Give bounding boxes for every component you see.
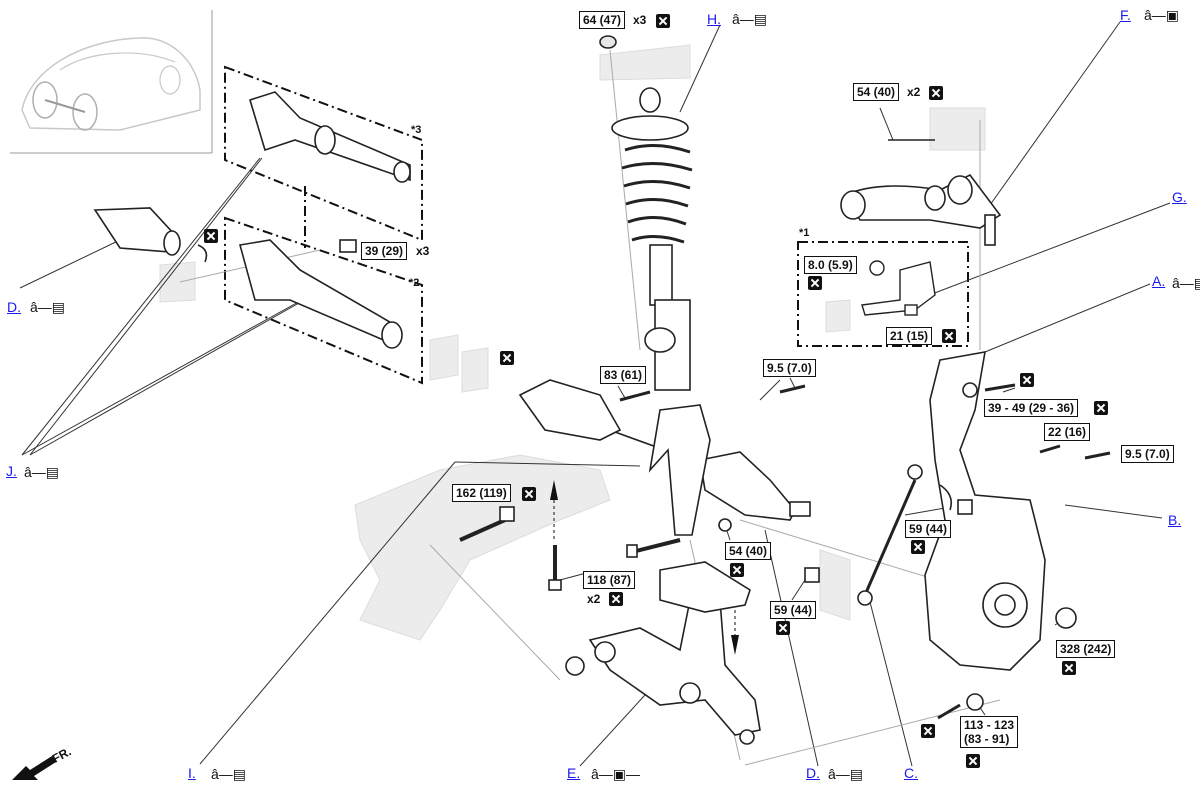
label-f[interactable]: F. — [1120, 7, 1131, 23]
non-reusable-icon — [1094, 401, 1108, 415]
torque-spec-8-5.9: 8.0 (5.9) — [804, 256, 857, 274]
sensor-bracket — [861, 260, 936, 316]
label-d-left[interactable]: D. — [7, 299, 21, 315]
torque-spec-54-40-lower: 54 (40) — [725, 542, 772, 560]
multiplier-x3-strut: x3 — [633, 13, 647, 27]
label-i[interactable]: I. — [188, 765, 196, 781]
label-a-symbol: â—▤ — [1172, 275, 1200, 291]
non-reusable-icon — [730, 563, 744, 577]
torque-spec-39-49: 39 - 49 (29 - 36) — [984, 399, 1079, 417]
label-e[interactable]: E. — [567, 765, 581, 781]
background-parts — [159, 44, 986, 641]
non-reusable-icon — [656, 14, 670, 28]
torque-spec-83-91-ftlb: (83 - 91) — [964, 732, 1010, 746]
torque-spec-328-242: 328 (242) — [1056, 640, 1116, 658]
label-g[interactable]: G. — [1172, 189, 1187, 205]
non-reusable-icon — [929, 86, 943, 100]
label-h-symbol: â—▤ — [732, 11, 768, 27]
torque-spec-118-87: 118 (87) — [583, 571, 636, 589]
torque-spec-162-119: 162 (119) — [452, 484, 511, 502]
label-j-symbol: â—▤ — [24, 464, 60, 480]
multiplier-x2-upper: x2 — [907, 85, 921, 99]
steering-knuckle — [924, 351, 1077, 711]
label-i-symbol: â—▤ — [211, 766, 247, 782]
note-star-2: *2 — [409, 277, 420, 289]
non-reusable-icon — [921, 724, 935, 738]
torque-spec-59-44-right: 59 (44) — [905, 520, 952, 538]
non-reusable-icon — [500, 351, 514, 365]
leader-lines — [19, 21, 1171, 767]
torque-spec-22-16: 22 (16) — [1044, 423, 1091, 441]
lower-arm — [565, 561, 761, 745]
strut-fork — [648, 404, 711, 536]
bolts — [339, 239, 1111, 720]
upper-arm — [840, 139, 1002, 246]
non-reusable-icon — [204, 229, 218, 243]
stabilizer-link — [857, 464, 953, 606]
label-b[interactable]: B. — [1168, 512, 1182, 528]
note-star-1: *1 — [799, 227, 810, 239]
non-reusable-icon — [808, 276, 822, 290]
torque-spec-83-61: 83 (61) — [600, 366, 647, 384]
multiplier-x2-lower: x2 — [587, 592, 601, 606]
non-reusable-icon — [776, 621, 790, 635]
non-reusable-icon — [1062, 661, 1076, 675]
torque-spec-64-47: 64 (47) — [579, 11, 626, 29]
label-e-symbol: â—▣— — [591, 766, 641, 782]
label-d-bottom[interactable]: D. — [806, 765, 820, 781]
non-reusable-icon — [1020, 373, 1034, 387]
label-c[interactable]: C. — [904, 765, 918, 781]
label-d-bottom-symbol: â—▤ — [828, 766, 864, 782]
axle-shaft — [518, 379, 811, 521]
reference-boxes — [224, 65, 969, 385]
non-reusable-icon — [966, 754, 980, 768]
label-d-left-symbol: â—▤ — [30, 299, 66, 315]
note-star-3: *3 — [411, 124, 422, 136]
direction-arrows — [12, 480, 739, 780]
label-h[interactable]: H. — [707, 11, 721, 27]
torque-spec-39-29: 39 (29) — [361, 242, 408, 260]
strut-assembly — [599, 35, 693, 391]
non-reusable-icon — [522, 487, 536, 501]
non-reusable-icon — [911, 540, 925, 554]
non-reusable-icon — [609, 592, 623, 606]
torque-spec-54-40-upper: 54 (40) — [853, 83, 900, 101]
vehicle-inset — [10, 10, 213, 154]
torque-spec-9.5-7.0-upper: 9.5 (7.0) — [763, 359, 816, 377]
torque-spec-113-123-nm: 113 - 123 — [964, 718, 1015, 732]
torque-spec-59-44-lower: 59 (44) — [770, 601, 817, 619]
torque-spec-113-123: 113 - 123 (83 - 91) — [960, 716, 1019, 748]
label-f-symbol: â—▣ — [1144, 7, 1180, 23]
torque-spec-9.5-7.0-right: 9.5 (7.0) — [1121, 445, 1174, 463]
driveshaft-parts — [93, 91, 411, 349]
multiplier-x3-shaft: x3 — [416, 244, 430, 258]
label-j[interactable]: J. — [6, 463, 17, 479]
non-reusable-icon — [942, 329, 956, 343]
torque-spec-21-15: 21 (15) — [886, 327, 933, 345]
label-a[interactable]: A. — [1152, 273, 1166, 289]
